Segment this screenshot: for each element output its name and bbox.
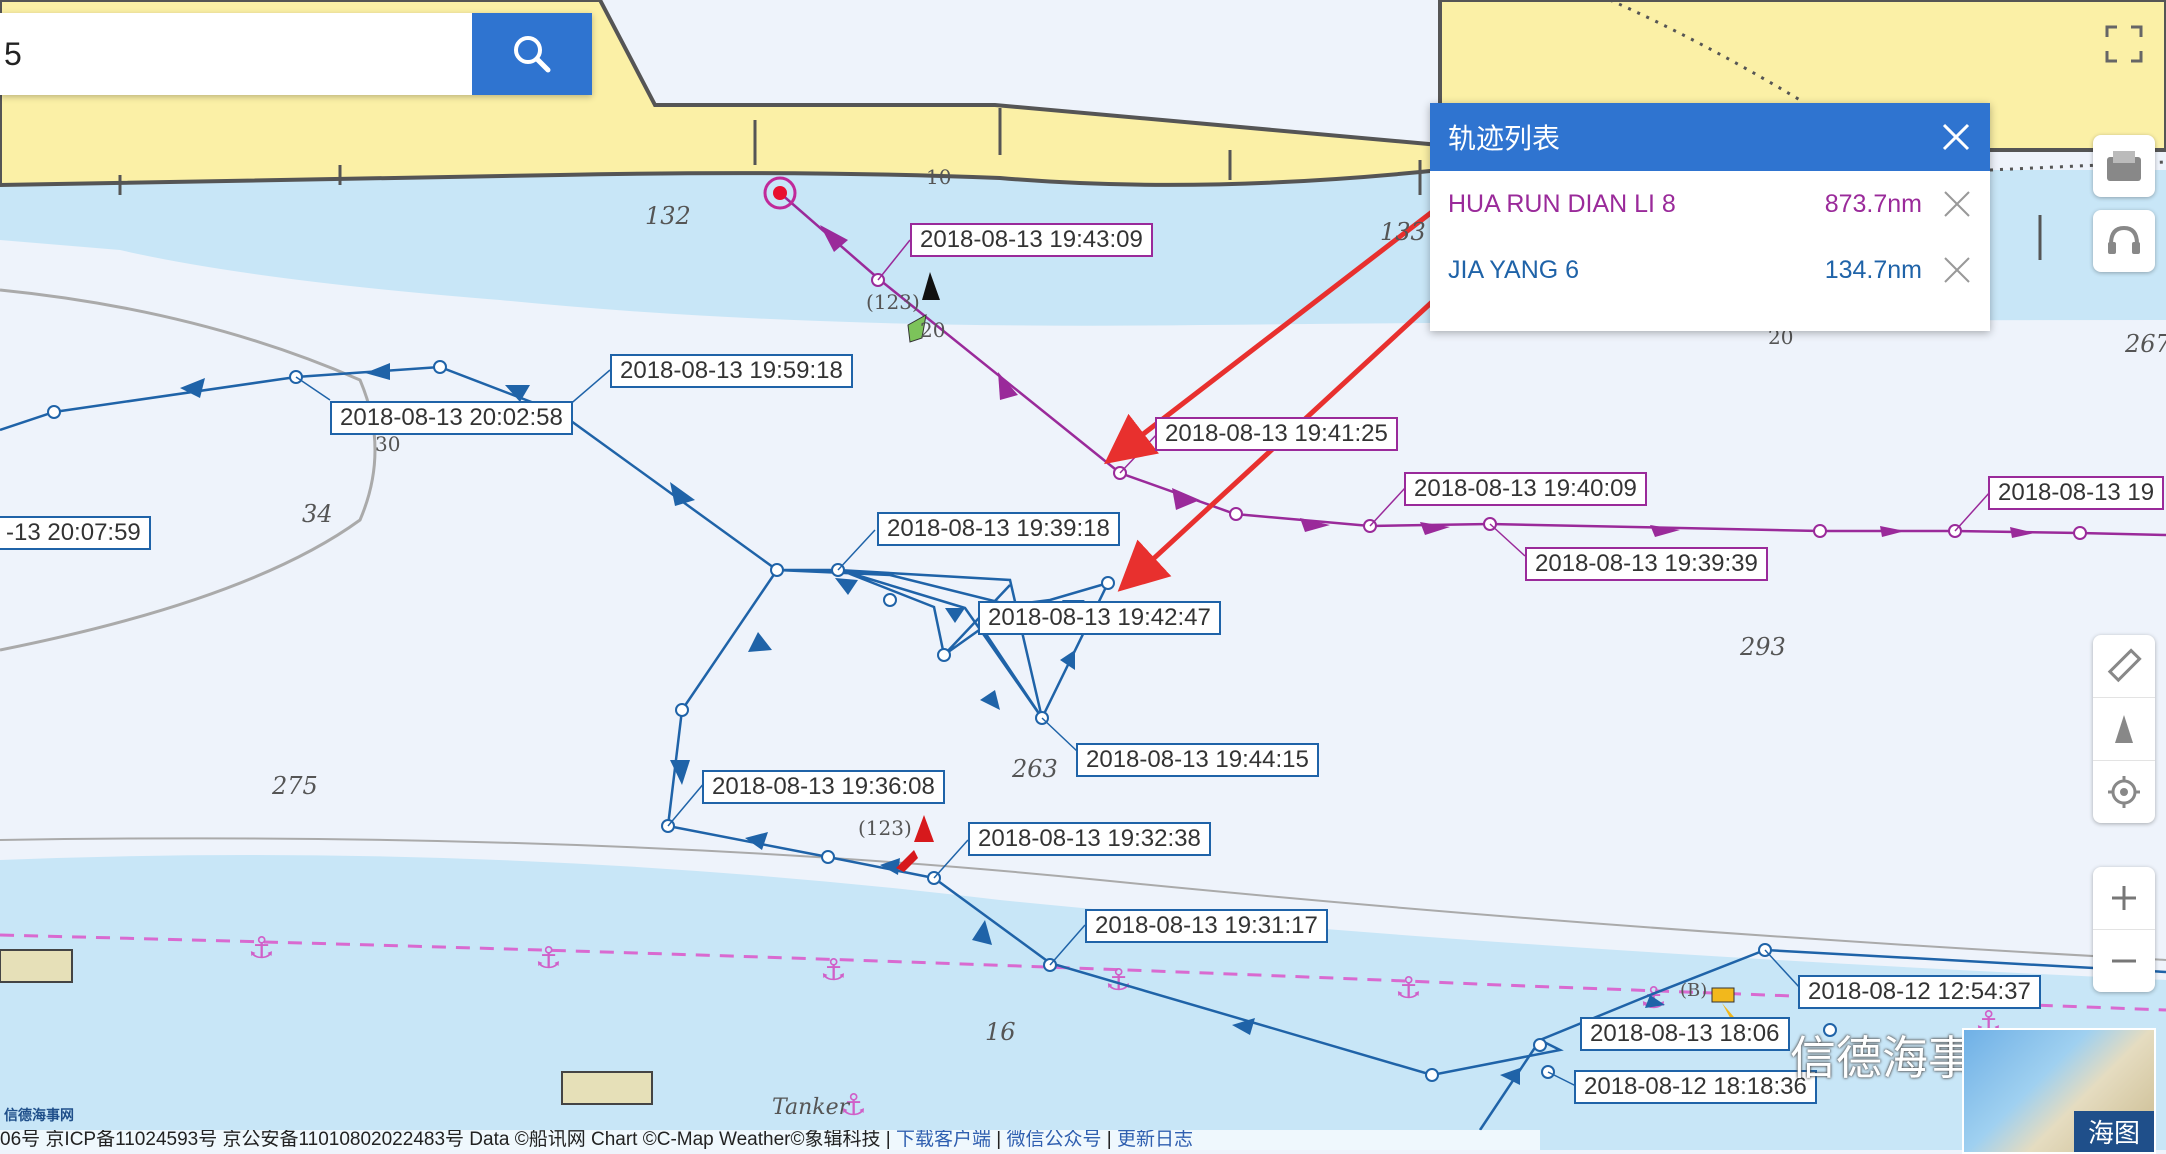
track-timestamp-label[interactable]: 2018-08-13 20:02:58 <box>330 401 573 435</box>
footer-link-download[interactable]: 下载客户端 <box>895 1130 991 1150</box>
locate-button[interactable] <box>2093 761 2155 823</box>
track-list-title: 轨迹列表 <box>1448 122 1561 155</box>
buoy-label: (123) <box>866 290 920 314</box>
svg-text:⚓: ⚓ <box>820 953 847 988</box>
track-jia-yang-6-tail <box>1478 1039 1542 1131</box>
track-name: JIA YANG 6 <box>1448 255 1580 284</box>
depth-sounding: 20 <box>920 318 946 342</box>
track-timestamp-label[interactable]: 2018-08-13 19:32:38 <box>968 822 1211 856</box>
track-timestamp-label[interactable]: 2018-08-13 19:36:08 <box>702 770 945 804</box>
buoy-red-icon[interactable] <box>896 815 934 872</box>
fullscreen-button[interactable] <box>2093 13 2155 75</box>
footer-copyright: 06号 京ICP备11024593号 京公安备11010802022483号 D… <box>0 1130 896 1150</box>
track-timestamp-label[interactable]: -13 20:07:59 <box>0 516 151 550</box>
svg-text:⚓: ⚓ <box>248 931 275 966</box>
logo-text: 信德海事网 <box>4 1108 74 1124</box>
buoy-black-icon[interactable] <box>907 272 940 343</box>
footer: 06号 京ICP备11024593号 京公安备11010802022483号 D… <box>0 1130 1540 1150</box>
track-end-marker[interactable] <box>763 176 797 210</box>
plus-icon <box>2112 886 2136 910</box>
track-timestamp-label[interactable]: 2018-08-13 19:44:15 <box>1076 743 1319 777</box>
track-timestamp-label[interactable]: 2018-08-13 19:31:17 <box>1085 909 1328 943</box>
zoom-controls <box>2093 867 2155 992</box>
track-end-dot <box>773 186 787 200</box>
track-timestamp-label[interactable]: 2018-08-12 18:18:36 <box>1574 1070 1817 1104</box>
depth-sounding: 293 <box>1740 633 1786 661</box>
search-input[interactable] <box>0 13 472 95</box>
buoy-label: (123) <box>858 816 912 840</box>
compass-needle-icon <box>2115 715 2133 743</box>
minimap[interactable]: 海图 <box>1962 1028 2156 1154</box>
watermark: 信德海事 <box>1790 1031 1974 1085</box>
track-distance: 873.7nm <box>1824 189 1922 218</box>
depth-sounding: 10 <box>926 165 952 189</box>
track-timestamp-label[interactable]: 2018-08-13 18:06 <box>1580 1017 1790 1051</box>
track-timestamp-label[interactable]: 2018-08-13 19:39:18 <box>877 512 1120 546</box>
close-icon[interactable] <box>1940 121 1972 153</box>
svg-text:⚓: ⚓ <box>840 1088 867 1123</box>
structure <box>0 949 73 983</box>
pier-ticks <box>118 108 2042 260</box>
search-button[interactable] <box>472 13 592 95</box>
svg-text:⚓: ⚓ <box>535 941 562 976</box>
zoom-in-button[interactable] <box>2093 867 2155 930</box>
track-timestamp-label[interactable]: 2018-08-13 19:39:39 <box>1525 547 1768 581</box>
track-name: HUA RUN DIAN LI 8 <box>1448 189 1676 218</box>
feedback-button[interactable] <box>2093 210 2155 272</box>
track-timestamp-label[interactable]: 2018-08-13 19:43:09 <box>910 223 1153 257</box>
track-timestamp-label[interactable]: 2018-08-13 19:40:09 <box>1404 472 1647 506</box>
search-bar <box>0 13 592 95</box>
track-row-jia-yang-6[interactable]: JIA YANG 6 134.7nm <box>1430 237 1990 303</box>
minus-icon <box>2112 959 2136 963</box>
track-timestamp-label[interactable]: 2018-08-12 12:54:37 <box>1798 975 2041 1009</box>
tanker-label: Tanker <box>772 1095 850 1120</box>
track-timestamp-label[interactable]: 2018-08-13 19:42:47 <box>978 601 1221 635</box>
fullscreen-icon <box>2105 25 2143 63</box>
depth-sounding: 133 <box>1380 218 1426 246</box>
minimap-label: 海图 <box>2073 1111 2154 1152</box>
track-timestamp-label[interactable]: 2018-08-13 19 <box>1988 476 2165 510</box>
track-timestamp-label[interactable]: 2018-08-13 19:41:25 <box>1155 417 1398 451</box>
inbox-icon <box>2107 151 2141 181</box>
depth-sounding: 132 <box>645 202 691 230</box>
track-list-header: 轨迹列表 <box>1430 103 1990 171</box>
message-button[interactable] <box>2093 135 2155 197</box>
ruler-icon <box>2107 648 2142 683</box>
depth-contour <box>0 288 377 652</box>
measure-button[interactable] <box>2093 635 2155 698</box>
remove-track-icon[interactable] <box>1942 189 1972 219</box>
svg-text:⚓: ⚓ <box>1395 971 1422 1006</box>
zoom-out-button[interactable] <box>2093 930 2155 992</box>
buoy-label: (B) <box>1680 980 1708 1001</box>
footer-link-changelog[interactable]: 更新日志 <box>1117 1130 1194 1150</box>
track-row-hua-run-dian-li-8[interactable]: HUA RUN DIAN LI 8 873.7nm <box>1430 171 1990 237</box>
blue-direction-arrows <box>180 363 1665 1085</box>
depth-sounding: 275 <box>272 772 318 800</box>
channel-line <box>0 933 2166 1012</box>
depth-sounding: 16 <box>985 1018 1016 1046</box>
purple-direction-arrows <box>820 225 2035 538</box>
track-list-panel: 轨迹列表 HUA RUN DIAN LI 8 873.7nm JIA YANG … <box>1430 103 1990 331</box>
bearing-button[interactable] <box>2093 698 2155 761</box>
search-icon <box>514 36 551 73</box>
remove-track-icon[interactable] <box>1942 255 1972 285</box>
railway <box>1609 0 1801 102</box>
depth-sounding: 30 <box>375 432 401 456</box>
depth-sounding: 34 <box>302 500 333 528</box>
brand-logo: 信德海事网 <box>4 1105 164 1137</box>
depth-contour-2 <box>0 837 2166 961</box>
track-distance: 134.7nm <box>1824 255 1922 284</box>
track-timestamp-label[interactable]: 2018-08-13 19:59:18 <box>610 354 853 388</box>
headset-icon <box>2108 225 2140 254</box>
depth-sounding: 263 <box>1012 755 1058 783</box>
footer-link-wechat[interactable]: 微信公众号 <box>1006 1130 1102 1150</box>
structure-2 <box>561 1071 653 1105</box>
depth-sounding: 267 <box>2125 330 2166 358</box>
locate-icon <box>2108 776 2140 808</box>
map-tools <box>2093 635 2155 823</box>
